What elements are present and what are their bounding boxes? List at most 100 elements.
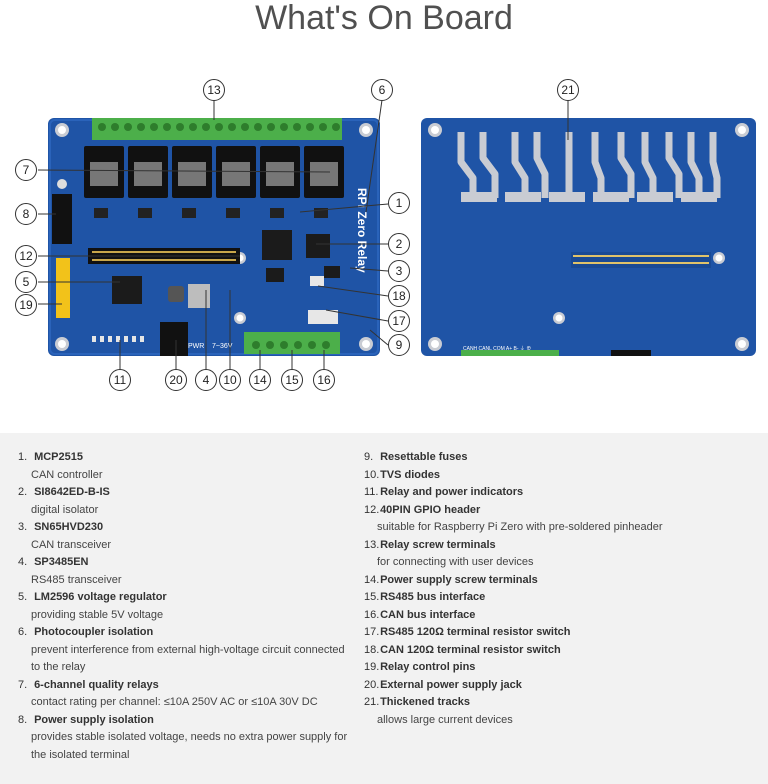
description-item-heading: Relay and power indicators bbox=[380, 486, 524, 498]
description-item: 11. Relay and power indicators bbox=[364, 484, 663, 502]
description-item-heading: External power supply jack bbox=[380, 678, 522, 691]
page-title: What's On Board bbox=[255, 0, 513, 37]
callout-8: 8 bbox=[15, 203, 37, 225]
description-item-number: 8. bbox=[18, 713, 28, 726]
description-item-heading: MCP2515 bbox=[34, 451, 83, 463]
description-item-detail: digital isolator bbox=[31, 503, 99, 516]
description-item-heading: Relay screw terminals bbox=[380, 538, 496, 551]
description-item-number: 15. bbox=[364, 591, 380, 603]
description-item-title: 5. LM2596 voltage regulator bbox=[18, 589, 347, 607]
description-item-number: 14. bbox=[364, 573, 380, 586]
description-item-number: 20. bbox=[364, 678, 380, 691]
description-item-title: 20. External power supply jack bbox=[364, 677, 663, 695]
leader-lines bbox=[37, 99, 569, 370]
callout-17: 17 bbox=[388, 310, 410, 332]
description-item-heading: Relay control pins bbox=[380, 661, 476, 673]
description-item-title: 6. Photocoupler isolation bbox=[18, 624, 347, 642]
description-item-number: 1. bbox=[18, 451, 28, 463]
callout-10: 10 bbox=[219, 369, 241, 391]
description-item-heading: RS485 120Ω terminal resistor switch bbox=[380, 626, 571, 638]
callout-18: 18 bbox=[388, 285, 410, 307]
description-item-detail: CAN controller bbox=[31, 468, 103, 481]
description-item-number: 17. bbox=[364, 626, 380, 638]
description-item-title: 21. Thickened tracks bbox=[364, 694, 663, 712]
description-item-number: 2. bbox=[18, 486, 28, 498]
description-item-heading: SP3485EN bbox=[34, 556, 89, 568]
description-item-title: 11. Relay and power indicators bbox=[364, 484, 663, 502]
board-label-back-terminals: CANH CANL COM A+ B- ⏚ ⊕ bbox=[463, 345, 531, 352]
callout-12: 12 bbox=[15, 245, 37, 267]
board-label-rpi-zero-relay: RPi Zero Relay bbox=[355, 188, 369, 273]
callout-7: 7 bbox=[15, 159, 37, 181]
description-item-detail: RS485 transceiver bbox=[31, 573, 122, 586]
callout-4: 4 bbox=[195, 369, 217, 391]
description-item-heading: 40PIN GPIO header bbox=[380, 503, 481, 516]
description-item-heading: RS485 bus interface bbox=[380, 591, 486, 603]
callout-2: 2 bbox=[388, 233, 410, 255]
description-item-title: 16. CAN bus interface bbox=[364, 607, 663, 625]
description-item-number: 16. bbox=[364, 608, 380, 621]
description-item-title: 15. RS485 bus interface bbox=[364, 589, 663, 607]
description-item-title: 10. TVS diodes bbox=[364, 467, 663, 485]
callout-19: 19 bbox=[15, 294, 37, 316]
description-item-number: 9. bbox=[364, 451, 374, 463]
description-item: 9. Resettable fuses bbox=[364, 449, 663, 467]
description-item-detail: to the relay bbox=[31, 661, 86, 673]
description-item-number: 3. bbox=[18, 521, 28, 533]
description-item-number: 5. bbox=[18, 591, 28, 603]
callout-11: 11 bbox=[109, 369, 131, 391]
description-item: 16. CAN bus interface bbox=[364, 607, 663, 625]
description-item-heading: Power supply screw terminals bbox=[380, 573, 538, 586]
description-item-heading: CAN bus interface bbox=[380, 608, 476, 621]
description-item-detail: prevent interference from external high-… bbox=[31, 643, 345, 656]
description-item-title: 2. SI8642ED-B-IS bbox=[18, 484, 347, 502]
callout-15: 15 bbox=[281, 369, 303, 391]
callout-14: 14 bbox=[249, 369, 271, 391]
description-item-number: 18. bbox=[364, 643, 380, 656]
description-item: 15. RS485 bus interface bbox=[364, 589, 663, 607]
description-item-number: 11. bbox=[364, 486, 379, 498]
description-item-number: 7. bbox=[18, 678, 28, 691]
description-item-detail: allows large current devices bbox=[377, 713, 513, 726]
description-item-detail: provides stable isolated voltage, needs … bbox=[31, 731, 348, 743]
description-item-number: 19. bbox=[364, 661, 380, 673]
description-item-title: 4. SP3485EN bbox=[18, 554, 347, 572]
callout-16: 16 bbox=[313, 369, 335, 391]
description-item-title: 3. SN65HVD230 bbox=[18, 519, 347, 537]
board-label-pwr: PWR bbox=[188, 343, 204, 350]
callout-9: 9 bbox=[388, 334, 410, 356]
description-item: 19. Relay control pins bbox=[364, 659, 663, 677]
callout-6: 6 bbox=[371, 79, 393, 101]
description-item-title: 8. Power supply isolation bbox=[18, 712, 347, 730]
description-item-number: 4. bbox=[18, 556, 28, 568]
board-label-voltage: 7~36V bbox=[212, 343, 233, 350]
description-item-title: 13. Relay screw terminals bbox=[364, 537, 663, 555]
description-item: 18. CAN 120Ω terminal resistor switch bbox=[364, 642, 663, 660]
description-item: 14. Power supply screw terminals bbox=[364, 572, 663, 590]
description-item-heading: Power supply isolation bbox=[34, 713, 154, 726]
callout-1: 1 bbox=[388, 192, 410, 214]
description-item-heading: 6-channel quality relays bbox=[34, 678, 159, 691]
description-item-heading: LM2596 voltage regulator bbox=[34, 591, 167, 603]
description-item-detail: suitable for Raspberry Pi Zero with pre-… bbox=[377, 521, 663, 533]
description-item-number: 21. bbox=[364, 696, 380, 708]
description-item-heading: SI8642ED-B-IS bbox=[34, 486, 110, 498]
description-item: 17. RS485 120Ω terminal resistor switch bbox=[364, 624, 663, 642]
description-item-heading: SN65HVD230 bbox=[34, 521, 104, 533]
description-item-detail: providing stable 5V voltage bbox=[31, 608, 164, 621]
description-item-heading: CAN 120Ω terminal resistor switch bbox=[380, 643, 561, 656]
callout-21: 21 bbox=[557, 79, 579, 101]
description-item-heading: Photocoupler isolation bbox=[34, 626, 154, 638]
description-item-title: 7. 6-channel quality relays bbox=[18, 677, 347, 695]
board-back-image: CANH CANL COM A+ B- ⏚ ⊕ bbox=[421, 118, 756, 356]
callout-5: 5 bbox=[15, 271, 37, 293]
